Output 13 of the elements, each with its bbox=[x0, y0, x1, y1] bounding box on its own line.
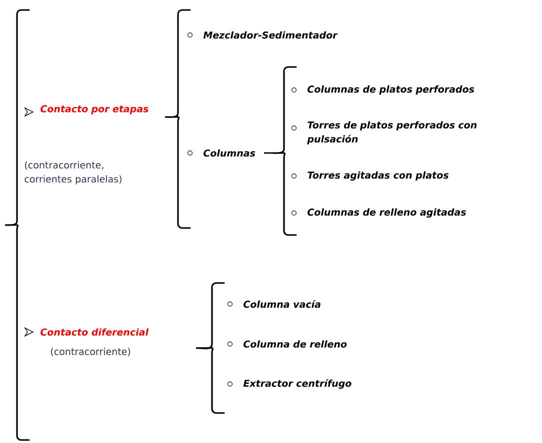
heading-text: Contacto diferencial bbox=[40, 328, 149, 336]
item-text: Columnas de platos perforados bbox=[308, 85, 474, 95]
item-text: Mezclador-Sedimentador bbox=[203, 31, 338, 39]
item-text: Columna de relleno bbox=[244, 340, 347, 348]
item-text: Extractor centrífugo bbox=[243, 379, 352, 389]
item-text: Torres de platos perforados con pulsación bbox=[307, 121, 477, 144]
note-text: (contracorriente) bbox=[51, 348, 130, 356]
item-text: Torres agitadas con platos bbox=[308, 171, 448, 181]
item-text: Columnas de relleno agitadas bbox=[308, 208, 466, 218]
item-text: Columna vacía bbox=[244, 300, 320, 308]
item-text: Columnas bbox=[204, 149, 256, 157]
heading-text: Contacto por etapas bbox=[40, 105, 148, 114]
note-text: (contracorriente, corrientes paralelas) bbox=[24, 161, 122, 184]
